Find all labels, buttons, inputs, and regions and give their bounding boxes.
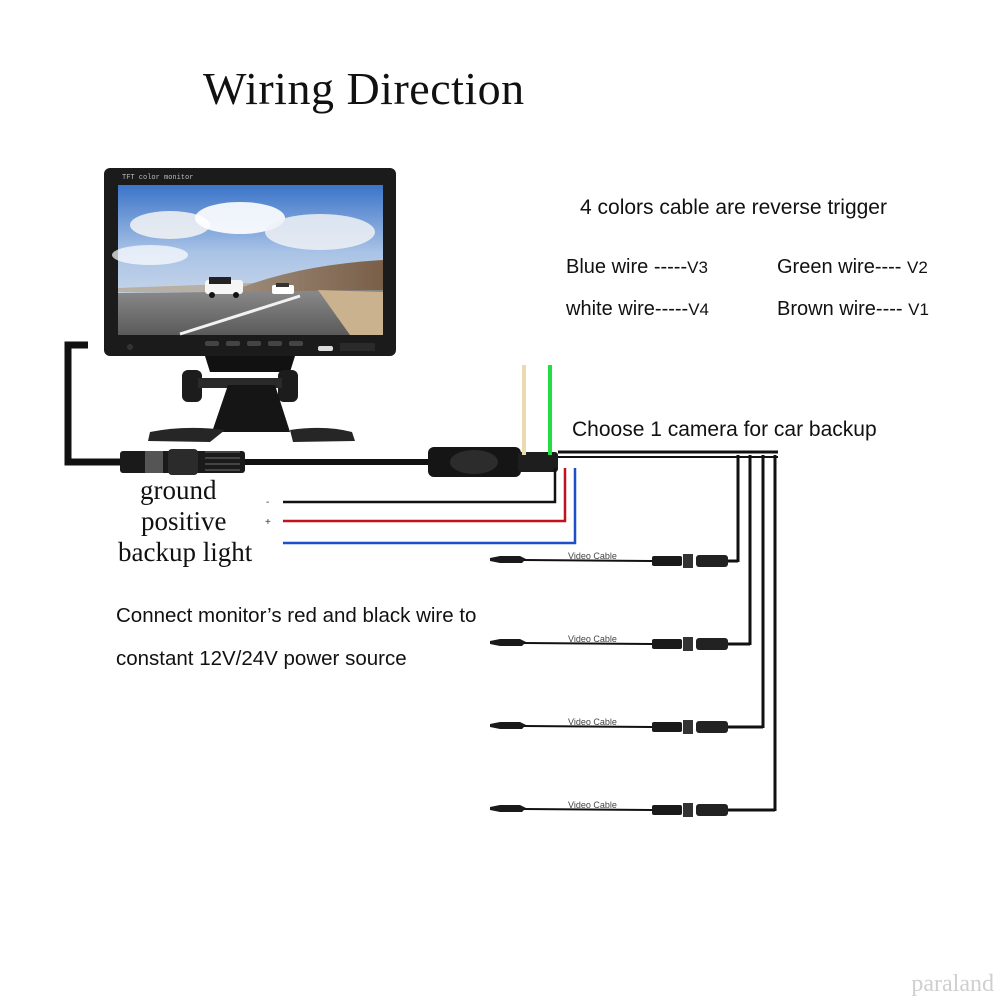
junction-box <box>428 447 558 477</box>
legend-white-wire: white wire-----V4 <box>566 298 709 321</box>
monitor: TFT color monitor <box>104 168 396 442</box>
camera-note: Choose 1 camera for car backup <box>572 418 877 441</box>
car-white-suv <box>205 277 243 298</box>
legend-wire-code: V3 <box>687 258 708 277</box>
video-cable-label: Video Cable <box>568 634 617 644</box>
video-cable-label: Video Cable <box>568 800 617 810</box>
power-note-line1: Connect monitor’s red and black wire to <box>116 604 477 627</box>
power-note-line2: constant 12V/24V power source <box>116 647 407 670</box>
plus-symbol: + <box>265 517 271 528</box>
video-cable: Video Cable <box>490 634 750 651</box>
legend-wire-name: Blue wire ----- <box>566 256 688 278</box>
video-cable-label: Video Cable <box>568 551 617 561</box>
ground-label: ground <box>140 475 217 505</box>
legend-blue-wire: Blue wire -----V3 <box>566 256 708 279</box>
red-positive-wire <box>283 468 567 523</box>
minus-symbol: - <box>266 497 269 508</box>
positive-label: positive <box>141 506 227 536</box>
monitor-buttons <box>127 341 375 351</box>
watermark: paraland <box>911 971 994 997</box>
car-white-sedan <box>272 283 294 294</box>
video-cable-label: Video Cable <box>568 717 617 727</box>
legend-brown-wire: Brown wire---- V1 <box>777 298 929 321</box>
legend-green-wire: Green wire---- V2 <box>777 256 928 279</box>
legend-wire-code: V1 <box>908 300 929 319</box>
monitor-bezel-text: TFT color monitor <box>122 174 193 182</box>
backup-light-label: backup light <box>118 537 253 567</box>
legend-wire-name: Brown wire---- <box>777 298 903 320</box>
legend-wire-name: white wire----- <box>566 298 689 320</box>
video-cable: Video Cable <box>490 717 763 734</box>
video-cable: Video Cable <box>490 800 775 817</box>
legend-wire-code: V4 <box>688 300 710 319</box>
video-bus <box>558 450 778 811</box>
black-ground-wire <box>283 468 557 504</box>
trigger-heading: 4 colors cable are reverse trigger <box>580 196 887 219</box>
page-title: Wiring Direction <box>203 63 525 114</box>
monitor-screen <box>112 185 383 336</box>
main-cable <box>64 341 430 475</box>
power-wires: - + <box>265 468 577 545</box>
legend-wire-code: V2 <box>907 258 928 277</box>
blue-backup-wire <box>283 468 577 545</box>
legend-wire-name: Green wire---- <box>777 256 902 278</box>
video-cable: Video Cable <box>490 551 738 568</box>
monitor-stand <box>148 356 355 442</box>
